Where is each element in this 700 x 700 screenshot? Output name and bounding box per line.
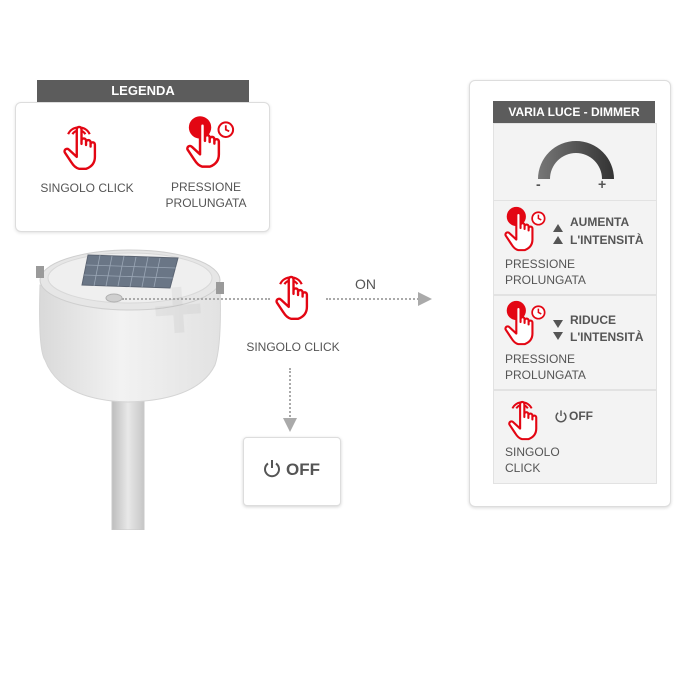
power-icon (554, 409, 568, 423)
hand-tap-icon (270, 268, 314, 322)
decrease-action-line2: L'INTENSITÀ (570, 330, 644, 344)
on-label: ON (355, 276, 376, 292)
off-gesture-line2: CLICK (505, 461, 541, 475)
hand-long-press-icon (500, 204, 548, 254)
dimmer-title: VARIA LUCE - DIMMER (493, 101, 655, 123)
decrease-gesture-line1: PRESSIONE (505, 352, 576, 366)
power-icon (262, 458, 282, 478)
arrow-up-icon (553, 236, 563, 244)
dotted-connector (122, 298, 270, 300)
arrow-up-icon (553, 224, 563, 232)
off-gesture-line1: SINGOLO (505, 445, 560, 459)
hand-long-press-icon (181, 113, 237, 171)
arrow-down-icon (553, 332, 563, 340)
arrow-down-icon (553, 320, 563, 328)
legend-long-press-line1: PRESSIONE (170, 180, 242, 194)
solar-lamp-illustration (36, 249, 224, 530)
hand-tap-icon (58, 118, 102, 172)
off-label: OFF (286, 460, 320, 479)
off-arrow-line (289, 368, 291, 420)
arrow-right-icon (418, 292, 432, 306)
dimmer-off-label: OFF (569, 409, 593, 423)
legend-long-press-line2: PROLUNGATA (165, 196, 247, 210)
arrow-down-icon (283, 418, 297, 432)
on-arrow-line (326, 298, 422, 300)
decrease-gesture-line2: PROLUNGATA (505, 368, 586, 382)
legend-title: LEGENDA (37, 80, 249, 102)
dimmer-arc-icon (538, 141, 614, 179)
off-state-box (243, 437, 341, 506)
hand-long-press-icon (500, 298, 548, 348)
increase-action-line1: AUMENTA (570, 215, 630, 229)
increase-gesture-line2: PROLUNGATA (505, 273, 586, 287)
increase-action-line2: L'INTENSITÀ (570, 233, 644, 247)
watermark: + (147, 268, 205, 351)
dimmer-plus-label: + (598, 176, 607, 192)
increase-gesture-line1: PRESSIONE (505, 257, 576, 271)
decrease-action-line1: RIDUCE (570, 313, 617, 327)
hand-tap-icon (503, 394, 543, 442)
flow-single-click-label: SINGOLO CLICK (246, 340, 340, 354)
legend-single-click-label: SINGOLO CLICK (40, 181, 134, 195)
dimmer-minus-label: - (536, 176, 541, 192)
